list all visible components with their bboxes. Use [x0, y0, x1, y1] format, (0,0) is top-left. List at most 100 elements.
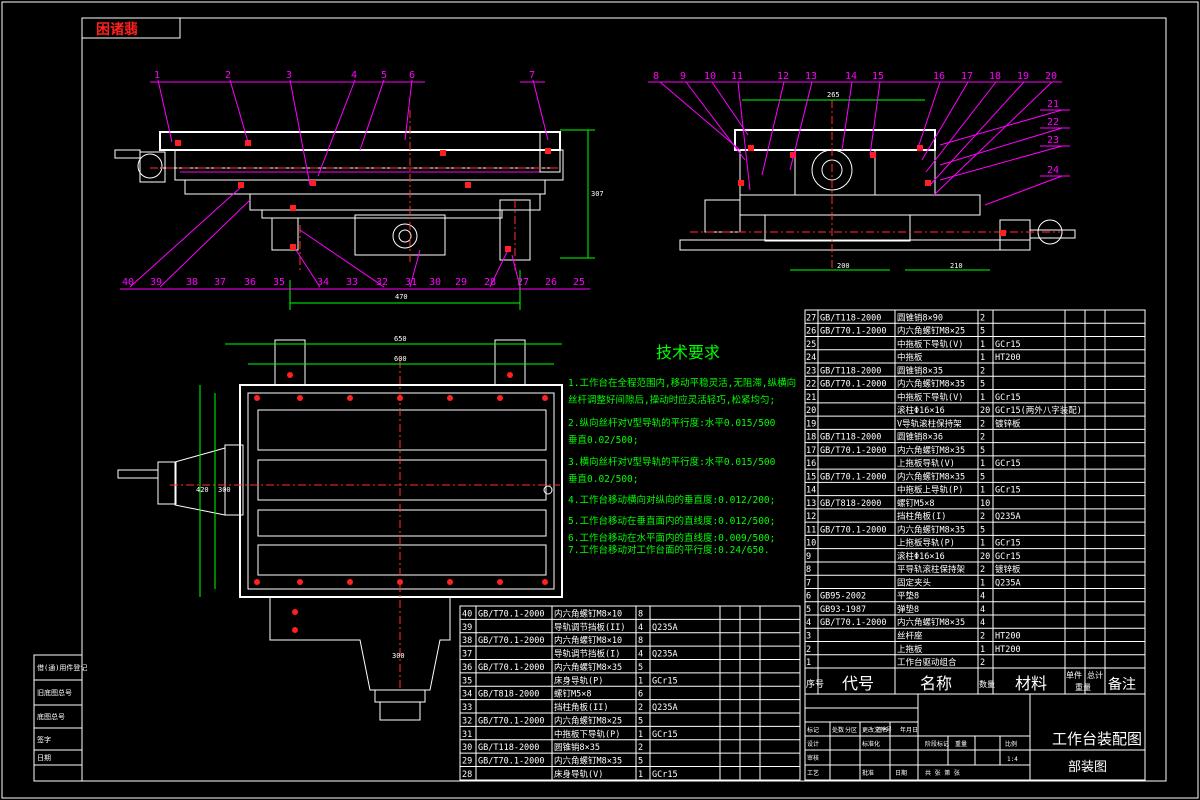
strip-base: 底图总号	[37, 712, 65, 721]
side-view	[679, 99, 1076, 271]
bom-right-cell-qty: 1	[980, 578, 985, 588]
rev-col-4: 更改文件号	[862, 726, 892, 734]
bom-right-cell-code: GB/T818-2000	[820, 499, 881, 509]
bom-left-cell-code: GB/T118-2000	[478, 743, 539, 753]
bom-left-cell-qty: 6	[638, 690, 643, 700]
bom-left-cell-mat: GCr15	[652, 730, 678, 740]
bom-right-cell-code: GB95-2002	[820, 592, 866, 602]
bom-right-cell-mat: Q235A	[995, 578, 1021, 588]
tech-line-7: 4.工作台移动横向对纵向的垂直度:0.012/200;	[568, 494, 775, 506]
bom-right-cell-no: 2	[806, 645, 811, 655]
balloon-28: 28	[484, 277, 496, 288]
bom-right-cell-name: 上拖板	[897, 644, 923, 655]
bom-right-cell-no: 25	[806, 340, 816, 350]
bom-right-cell-code: GB/T118-2000	[820, 433, 881, 443]
tech-line-6: 垂直0.02/500;	[568, 473, 638, 485]
bom-left-cell-mat: Q235A	[652, 623, 678, 633]
balloon-12: 12	[777, 71, 789, 82]
bom-right-cell-name: 上拖板导轨(V)	[897, 458, 955, 469]
front-balloons-top: 1 2 3 4 5 6 7	[154, 70, 535, 81]
bom-left-cell-qty: 4	[638, 623, 643, 633]
bom-right-cell-qty: 5	[980, 327, 985, 337]
balloon-35: 35	[273, 277, 285, 288]
bom-right-cell-name: 弹垫8	[897, 604, 919, 615]
dim-side-w2: 210	[950, 262, 963, 270]
bom-right-cell-no: 17	[806, 446, 816, 456]
bom-right-cell-qty: 20	[980, 552, 990, 562]
tech-requirements: 技术要求 1.工作台在全程范围内,移动平稳灵活,无阻滞,纵横向 丝杆调整好间隙后…	[568, 343, 796, 556]
bom-right-cell-no: 18	[806, 433, 816, 443]
dim-side-w1: 265	[827, 91, 840, 99]
bom-right-cell-code: GB/T70.1-2000	[820, 446, 887, 456]
balloon-40: 40	[122, 277, 134, 288]
dim-plan-w2: 600	[394, 355, 407, 363]
left-strip: 借(通)用件登记 旧底图总号 底图总号 签字 日期	[33, 654, 87, 782]
bom-left-cell-code: GB/T70.1-2000	[478, 757, 545, 767]
tb-stage: 阶段标记	[925, 740, 949, 748]
bom-right-cell-no: 20	[806, 406, 816, 416]
front-leaders	[120, 79, 590, 290]
tb-scale: 1:4	[1007, 756, 1018, 763]
bom-right-cell-name: 内六角螺钉M8×35	[897, 524, 965, 535]
balloon-39: 39	[150, 277, 162, 288]
bom-right-cell-qty: 4	[980, 605, 985, 615]
bom-left-cell-no: 30	[462, 743, 472, 753]
bom-left-cell-code: GB/T818-2000	[478, 690, 539, 700]
bom-h-code: 代号	[842, 674, 874, 693]
bom-right-cell-code: GB/T118-2000	[820, 313, 881, 323]
bom-right-cell-qty: 20	[980, 406, 990, 416]
bom-right-cell-no: 1	[806, 658, 811, 668]
bom-left-cell-qty: 5	[638, 716, 643, 726]
bom-left-cell-name: 圆锥销8×35	[554, 742, 600, 753]
bom-left-cell-no: 34	[462, 690, 472, 700]
bom-right-cell-no: 27	[806, 313, 816, 323]
bom-left-cell-no: 35	[462, 676, 472, 686]
bom-right-cell-mat: GCr15	[995, 539, 1021, 549]
rev-col-6: 年月日	[900, 726, 918, 734]
bom-right-cell-name: 上拖板导轨(P)	[897, 538, 955, 549]
bom-right-cell-no: 7	[806, 578, 811, 588]
bom-right-cell-mat: HT200	[995, 645, 1021, 655]
bom-right-cell-no: 12	[806, 512, 816, 522]
balloon-3: 3	[286, 70, 292, 81]
balloon-34: 34	[317, 277, 329, 288]
bom-left-cell-name: 内六角螺钉M8×35	[554, 756, 622, 767]
bom-right-cell-name: 内六角螺钉M8×35	[897, 445, 965, 456]
balloon-27: 27	[517, 277, 529, 288]
tb-weight: 重量	[955, 740, 967, 748]
bom-left-cell-qty: 5	[638, 663, 643, 673]
bom-right-cell-mat: GCr15	[995, 340, 1021, 350]
bom-right-cell-name: V导轨滚柱保持架	[897, 418, 962, 429]
balloon-20: 20	[1045, 71, 1057, 82]
dim-plan-mark: 300	[392, 652, 405, 660]
bom-left-cell-name: 中拖板下导轨(P)	[554, 729, 620, 740]
bom-h-total: 总计	[1087, 670, 1103, 680]
dim-side-w3: 200	[837, 262, 850, 270]
bom-right-cell-name: 内六角螺钉M8×35	[897, 379, 965, 390]
balloon-31: 31	[405, 277, 417, 288]
bom-right-cell-code: GB/T118-2000	[820, 366, 881, 376]
tech-line-5: 3.横向丝杆对V型导轨的平行度:水平0.015/500	[568, 456, 776, 468]
bom-right-cell-name: 圆锥销8×90	[897, 312, 943, 323]
bom-left-cell-mat: GCr15	[652, 676, 678, 686]
bom-right-cell-qty: 1	[980, 393, 985, 403]
rev-col-1: 标记	[807, 726, 819, 734]
balloon-14: 14	[845, 71, 857, 82]
bom-right-cell-qty: 1	[980, 486, 985, 496]
dim-plan-h1: 420	[196, 486, 209, 494]
bom-right-cell-qty: 2	[980, 632, 985, 642]
bom-left-cell-code: GB/T70.1-2000	[478, 663, 545, 673]
bom-right-cell-no: 13	[806, 499, 816, 509]
tech-line-9: 6.工作台移动在水平面内的直线度:0.009/500;	[568, 532, 775, 544]
bom-right-cell-mat: HT200	[995, 632, 1021, 642]
bom-right-cell-mat: 镀锌板	[995, 564, 1021, 575]
bom-right-cell-code: GB/T70.1-2000	[820, 327, 887, 337]
bom-right-cell-qty: 2	[980, 419, 985, 429]
bom-right-cell-name: 工作台驱动组合	[897, 657, 957, 668]
bom-right-cell-name: 滚柱Φ16×16	[897, 405, 945, 416]
bom-left-cell-no: 39	[462, 623, 472, 633]
dim-plan-w1: 650	[394, 335, 407, 343]
bom-left-cell-qty: 8	[638, 636, 643, 646]
bom-left-cell-no: 28	[462, 770, 472, 780]
